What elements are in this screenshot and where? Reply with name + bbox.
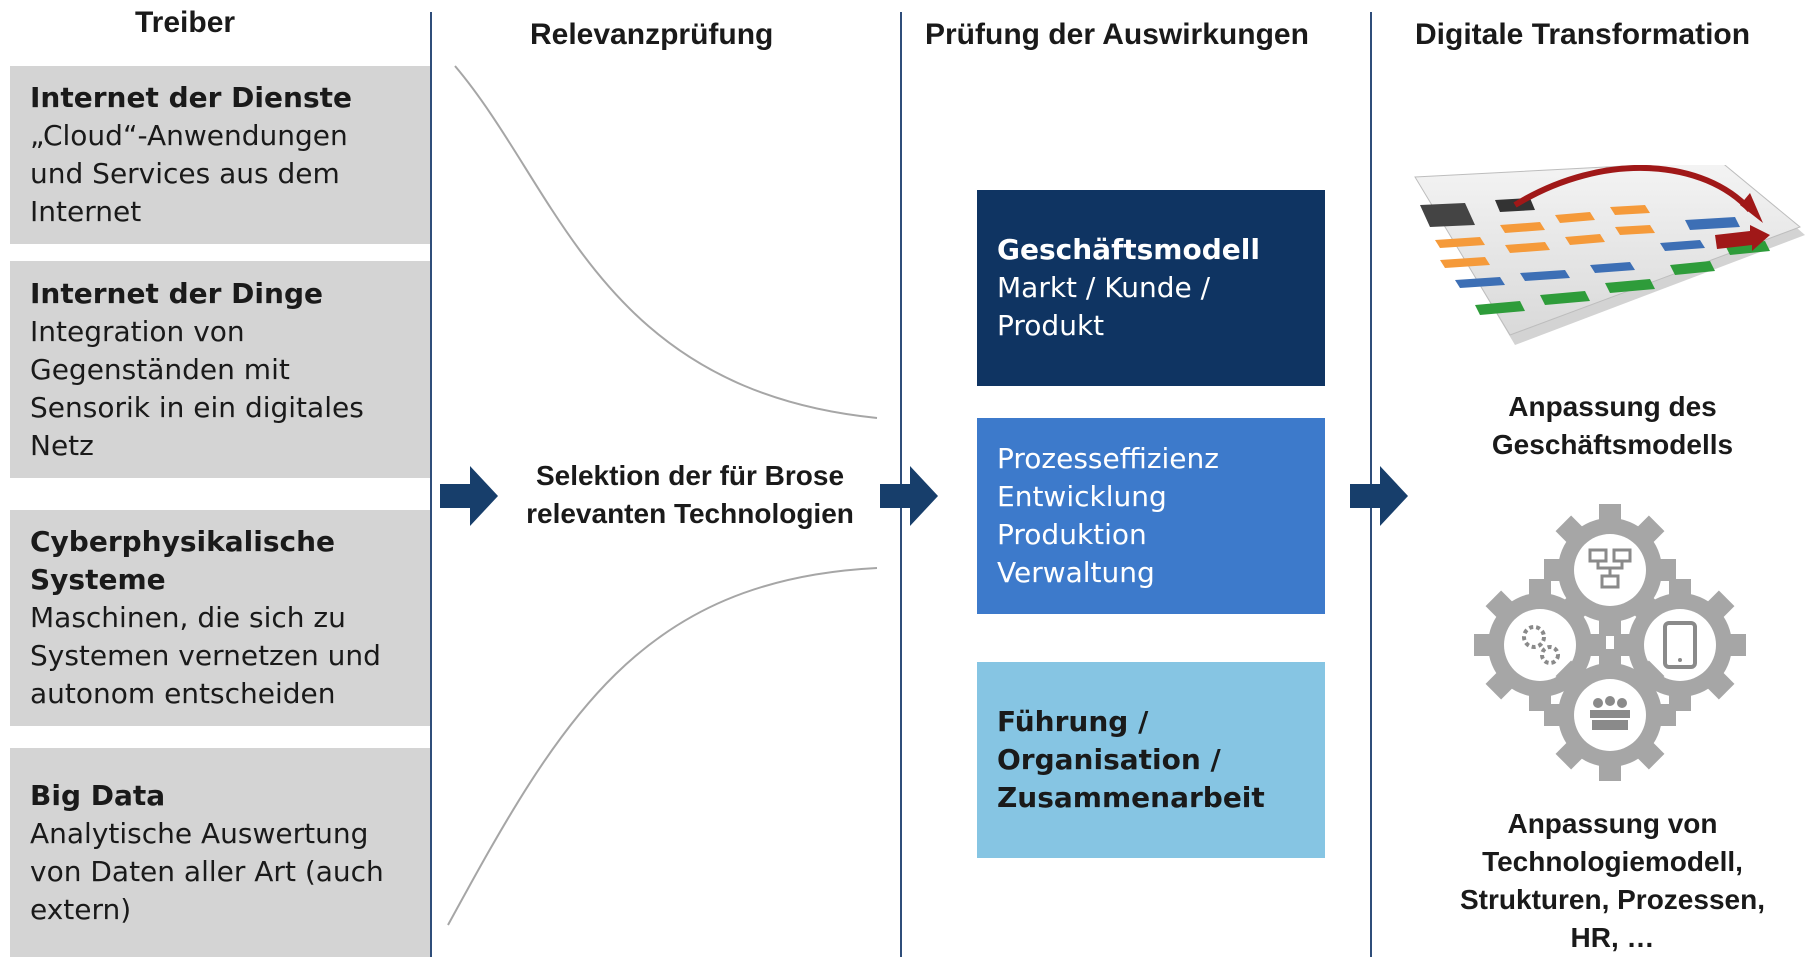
- impact-fuehrung: Führung / Organisation / Zusammenarbeit: [977, 662, 1325, 858]
- result-geschaeftsmodell: Anpassung des Geschäftsmodells: [1420, 388, 1805, 464]
- funnel-curve-bottom: [447, 567, 878, 926]
- selection-line: relevanten Technologien: [526, 498, 854, 529]
- driver-title: Big Data: [30, 778, 166, 812]
- driver-text-line: Integration von: [30, 314, 245, 348]
- impact-geschaeftsmodell: Geschäftsmodell Markt / Kunde / Produkt: [977, 190, 1325, 386]
- result-line: HR, …: [1570, 922, 1655, 953]
- driver-title: Systeme: [30, 563, 166, 596]
- impact-line: Verwaltung: [997, 556, 1155, 589]
- impact-line: Produktion: [997, 518, 1147, 551]
- driver-title: Internet der Dinge: [30, 276, 323, 310]
- impact-line: Produkt: [997, 309, 1105, 342]
- impact-prozesseffizienz: Prozesseffizienz Entwicklung Produktion …: [977, 418, 1325, 614]
- driver-text-line: Analytische Auswertung: [30, 816, 369, 850]
- driver-text-line: Internet: [30, 195, 142, 228]
- arrow-shape: [1350, 466, 1408, 526]
- tablet-gear-icon: [1614, 579, 1746, 711]
- driver-big-data: Big Data Analytische Auswertung von Date…: [10, 748, 430, 957]
- driver-title: Cyberphysikalische: [30, 525, 336, 558]
- impact-line: Entwicklung: [997, 480, 1167, 513]
- driver-text-line: Sensorik in ein digitales: [30, 390, 364, 424]
- header-pruefung-auswirkungen: Prüfung der Auswirkungen: [925, 18, 1309, 51]
- business-model-canvas-icon: [1414, 165, 1805, 345]
- impact-title: Zusammenarbeit: [997, 781, 1265, 814]
- driver-internet-der-dinge: Internet der Dinge Integration von Gegen…: [10, 261, 430, 478]
- people-gear-icon: [1544, 649, 1676, 781]
- driver-text-line: Maschinen, die sich zu: [30, 601, 346, 634]
- driver-text-line: Systemen vernetzen und: [30, 639, 381, 672]
- divider-1: [430, 12, 432, 957]
- driver-internet-der-dienste: Internet der Dienste „Cloud“-Anwendungen…: [10, 66, 430, 244]
- funnel-curve-top: [454, 65, 878, 419]
- impact-title: Führung /: [997, 705, 1149, 738]
- driver-text-line: und Services aus dem: [30, 157, 340, 190]
- driver-text-line: extern): [30, 892, 132, 926]
- gears-graphic: [1474, 504, 1746, 781]
- driver-text-line: „Cloud“-Anwendungen: [30, 119, 348, 152]
- impact-line: Prozesseffizienz: [997, 442, 1219, 475]
- impact-title: Geschäftsmodell: [997, 233, 1260, 266]
- driver-text-line: autonom entscheiden: [30, 677, 336, 710]
- network-gear-icon: [1544, 504, 1676, 636]
- arrow-right-icon: [1350, 466, 1408, 526]
- result-line: Strukturen, Prozessen,: [1460, 884, 1765, 915]
- impact-line: Markt / Kunde /: [997, 271, 1211, 304]
- arrow-right-icon: [440, 466, 498, 526]
- result-line: Technologiemodell,: [1482, 846, 1743, 877]
- driver-text-line: von Daten aller Art (auch: [30, 854, 384, 888]
- result-line: Anpassung des: [1508, 391, 1717, 422]
- driver-text-line: Netz: [30, 428, 94, 462]
- driver-text-line: Gegenständen mit: [30, 352, 290, 386]
- result-line: Anpassung von: [1507, 808, 1718, 839]
- header-digitale-transformation: Digitale Transformation: [1415, 18, 1751, 51]
- result-technologiemodell: Anpassung von Technologiemodell, Struktu…: [1420, 805, 1805, 957]
- driver-title: Internet der Dienste: [30, 81, 352, 114]
- result-line: Geschäftsmodells: [1491, 429, 1734, 460]
- cogs-gear-icon: [1474, 579, 1606, 711]
- driver-cyberphysikalische-systeme: Cyberphysikalische Systeme Maschinen, di…: [10, 510, 430, 726]
- arrow-shape: [880, 466, 938, 526]
- header-treiber: Treiber: [135, 6, 236, 39]
- impact-title: Organisation /: [997, 743, 1221, 776]
- selection-line: Selektion der für Brose: [535, 460, 845, 491]
- selection-text: Selektion der für Brose relevanten Techn…: [495, 457, 885, 533]
- arrow-shape: [440, 466, 498, 526]
- header-relevanzpruefung: Relevanzprüfung: [530, 18, 774, 51]
- arrow-right-icon: [880, 466, 938, 526]
